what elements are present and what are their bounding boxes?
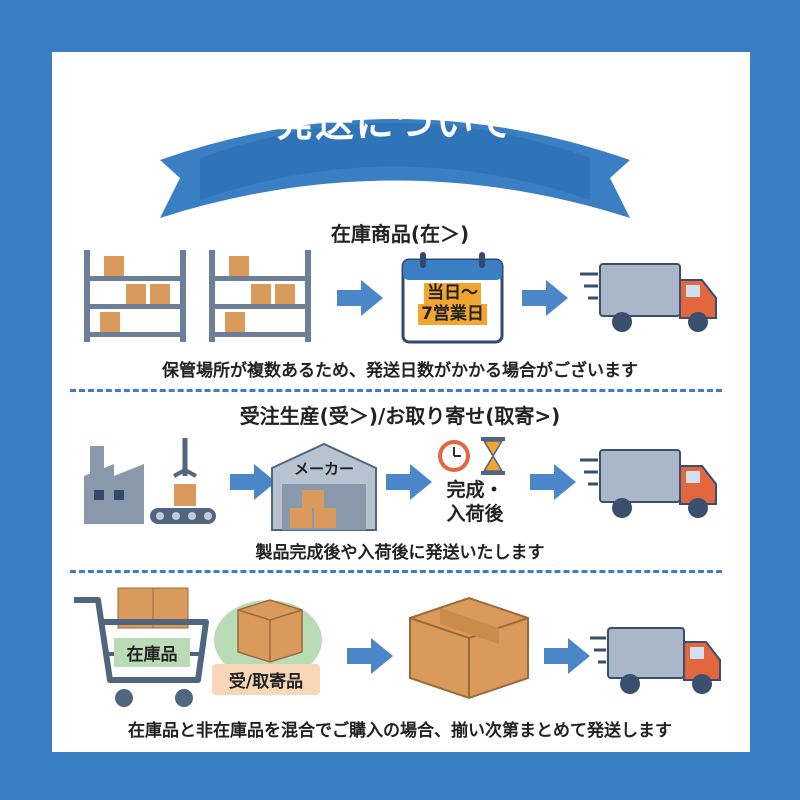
factory-icon bbox=[84, 438, 216, 524]
arrow-right-icon bbox=[337, 280, 383, 316]
order-label: 受/取寄品 bbox=[212, 664, 320, 695]
box-icon bbox=[214, 599, 322, 680]
arrow-right-icon bbox=[230, 464, 276, 500]
divider bbox=[70, 570, 722, 573]
banner-title: 発送について bbox=[275, 101, 515, 145]
box-icon bbox=[409, 596, 529, 700]
truck-icon bbox=[590, 627, 721, 694]
truck-icon bbox=[580, 449, 717, 518]
title-ribbon bbox=[160, 119, 630, 218]
maker-label: メーカー bbox=[293, 460, 354, 478]
warehouse-icon bbox=[271, 442, 377, 531]
truck-icon bbox=[580, 263, 717, 332]
arrow-right-icon bbox=[530, 464, 576, 500]
calendar-text-2: 7営業日 bbox=[418, 304, 487, 325]
shelf-icon bbox=[209, 250, 311, 342]
divider bbox=[70, 389, 722, 392]
status-line-2: 入荷後 bbox=[446, 503, 504, 525]
calendar-text-1: 当日〜 bbox=[424, 283, 481, 304]
status-line-1: 完成・ bbox=[446, 479, 504, 501]
cart-label: 在庫品 bbox=[114, 638, 190, 667]
section1-caption: 保管場所が複数あるため、発送日数がかかる場合がございます bbox=[162, 361, 638, 381]
arrow-right-icon bbox=[544, 638, 590, 674]
hourglass-icon bbox=[481, 437, 505, 475]
section3-caption: 在庫品と非在庫品を混合でご購入の場合、揃い次第まとめて発送します bbox=[128, 721, 672, 741]
section1-title: 在庫商品(在＞) bbox=[330, 222, 470, 246]
section2-title: 受注生産(受＞)/お取り寄せ(取寄>) bbox=[239, 404, 561, 428]
arrow-right-icon bbox=[386, 464, 432, 500]
shelf-icon bbox=[84, 250, 186, 342]
section2-caption: 製品完成後や入荷後に発送いたします bbox=[255, 543, 545, 563]
arrow-right-icon bbox=[522, 280, 568, 316]
clock-icon bbox=[438, 440, 470, 472]
arrow-right-icon bbox=[347, 638, 393, 674]
